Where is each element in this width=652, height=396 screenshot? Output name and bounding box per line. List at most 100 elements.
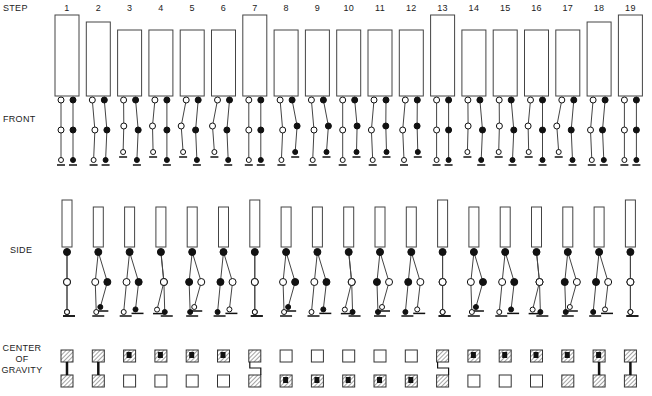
ankle-joint — [434, 158, 439, 163]
front-foot — [400, 164, 408, 166]
cog-square — [437, 375, 449, 387]
cog-square — [562, 375, 574, 387]
hip-joint — [414, 97, 420, 103]
hip-joint — [402, 97, 408, 103]
side-foot — [529, 313, 541, 315]
hip-joint — [251, 249, 258, 256]
ankle-joint — [380, 305, 385, 310]
cog-square — [311, 375, 323, 387]
cog-square — [593, 350, 605, 362]
cog-square — [155, 350, 167, 362]
hip-joint — [540, 97, 546, 103]
hip-joint — [590, 97, 596, 103]
hip-joint — [371, 97, 377, 103]
knee-joint — [499, 279, 506, 286]
knee-joint — [280, 279, 287, 286]
knee-joint — [186, 279, 193, 286]
ankle-joint — [103, 158, 108, 163]
ankle-joint — [556, 150, 561, 155]
ankle-joint — [194, 158, 199, 163]
ankle-joint — [121, 310, 126, 315]
side-foot — [495, 315, 507, 317]
front-body — [243, 15, 267, 96]
hip-joint — [434, 97, 440, 103]
ankle-joint — [567, 305, 572, 310]
side-foot — [468, 315, 480, 317]
cog-marker — [471, 352, 476, 358]
cog-marker — [502, 352, 507, 358]
ankle-joint — [403, 310, 408, 315]
knee-joint — [251, 279, 258, 286]
cog-link — [250, 362, 261, 375]
hip-joint — [95, 249, 102, 256]
front-body — [212, 30, 236, 96]
ankle-joint — [497, 310, 502, 315]
knee-joint — [64, 279, 71, 286]
hip-joint — [157, 249, 164, 256]
side-foot — [413, 313, 425, 315]
side-leg — [124, 252, 130, 312]
knee-joint — [160, 279, 167, 286]
side-foot — [374, 315, 386, 317]
knee-joint — [540, 127, 546, 133]
cog-marker — [189, 352, 194, 358]
ankle-joint — [65, 310, 70, 315]
hip-joint — [508, 97, 514, 103]
knee-joint — [525, 123, 531, 129]
cog-link — [598, 362, 601, 375]
knee-joint — [627, 279, 634, 286]
front-body — [399, 30, 423, 96]
step-number: 12 — [406, 3, 417, 14]
front-foot — [600, 164, 608, 166]
step-number: 10 — [343, 3, 354, 14]
ankle-joint — [530, 307, 535, 312]
cog-square — [92, 350, 104, 362]
side-body — [563, 207, 573, 247]
hip-joint — [559, 97, 565, 103]
front-foot — [477, 164, 485, 166]
front-body — [337, 30, 361, 96]
side-foot — [63, 315, 75, 317]
side-foot — [92, 315, 104, 317]
knee-joint — [294, 123, 300, 129]
knee-joint — [383, 123, 389, 129]
hip-joint — [439, 249, 446, 256]
side-body — [281, 207, 291, 247]
ankle-joint — [98, 305, 103, 310]
ankle-joint — [479, 158, 484, 163]
knee-joint — [121, 123, 127, 129]
side-body — [594, 207, 604, 247]
front-foot — [539, 164, 547, 166]
hip-joint — [64, 249, 71, 256]
step-number: 16 — [531, 3, 542, 14]
hip-joint — [89, 97, 95, 103]
ankle-joint — [252, 310, 257, 315]
step-number: 17 — [562, 3, 573, 14]
ankle-joint — [252, 310, 257, 315]
hip-joint — [596, 249, 603, 256]
cog-square — [124, 375, 136, 387]
knee-joint — [246, 127, 252, 133]
hip-joint — [183, 97, 189, 103]
hip-joint — [533, 249, 540, 256]
ankle-joint — [628, 310, 633, 315]
side-foot — [63, 315, 75, 317]
cog-square — [374, 375, 386, 387]
front-body — [368, 30, 392, 96]
ankle-joint — [133, 307, 138, 312]
knee-joint — [479, 127, 485, 133]
front-foot — [445, 164, 453, 166]
side-body — [219, 207, 229, 247]
cog-square — [92, 375, 104, 387]
front-body — [618, 15, 642, 96]
knee-joint — [511, 127, 517, 133]
cog-square — [343, 350, 355, 362]
front-foot — [353, 156, 361, 158]
row-label: FRONT — [3, 114, 36, 125]
ankle-joint — [91, 158, 96, 163]
knee-joint — [467, 279, 474, 286]
ankle-joint — [59, 158, 64, 163]
ankle-joint — [293, 150, 298, 155]
side-foot — [214, 315, 226, 317]
knee-joint — [573, 279, 580, 286]
